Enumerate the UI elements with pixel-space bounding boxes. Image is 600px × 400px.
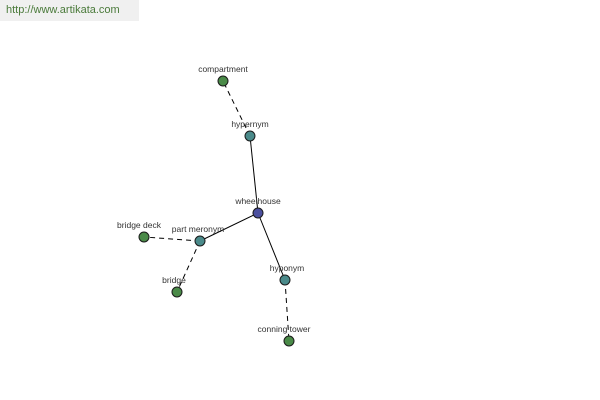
node-marker-hypernym[interactable]: [244, 130, 256, 142]
node-marker-part-meronym[interactable]: [194, 235, 206, 247]
node-bridge[interactable]: bridge: [162, 275, 186, 298]
watermark-url: http://www.artikata.com: [0, 0, 139, 21]
node-compartment[interactable]: compartment: [198, 64, 248, 87]
edge-hypernym-compartment: [222, 80, 251, 137]
node-bridge-deck[interactable]: bridge deck: [117, 220, 162, 243]
node-label-hyponym: hyponym: [270, 263, 305, 273]
node-marker-bridge-deck[interactable]: [138, 231, 150, 243]
edge-wheelhouse-hyponym: [257, 212, 286, 281]
node-wheelhouse[interactable]: wheelhouse: [234, 196, 281, 219]
node-conning-tower[interactable]: conning tower: [258, 324, 311, 347]
edge-part-meronym-bridge-deck: [143, 236, 201, 242]
edge-part-meronym-bridge: [176, 240, 201, 293]
node-label-compartment: compartment: [198, 64, 248, 74]
node-marker-bridge[interactable]: [171, 286, 183, 298]
graph-edges: [143, 80, 290, 342]
node-label-hypernym: hypernym: [231, 119, 268, 129]
node-hypernym[interactable]: hypernym: [231, 119, 269, 142]
edge-hyponym-conning-tower: [284, 279, 290, 342]
node-label-conning-tower: conning tower: [258, 324, 311, 334]
node-label-part-meronym: part meronym: [172, 224, 224, 234]
node-hyponym[interactable]: hyponym: [270, 263, 305, 286]
node-marker-wheelhouse[interactable]: [252, 207, 264, 219]
node-marker-compartment[interactable]: [217, 75, 229, 87]
node-label-wheelhouse: wheelhouse: [234, 196, 281, 206]
node-marker-hyponym[interactable]: [279, 274, 291, 286]
node-marker-conning-tower[interactable]: [283, 335, 295, 347]
node-label-bridge-deck: bridge deck: [117, 220, 162, 230]
node-label-bridge: bridge: [162, 275, 186, 285]
node-part-meronym[interactable]: part meronym: [172, 224, 224, 247]
edge-wheelhouse-hypernym: [249, 135, 259, 214]
edge-wheelhouse-part-meronym: [199, 212, 259, 242]
graph-nodes: wheelhouse hypernym part meronym hyponym com…: [117, 64, 311, 347]
